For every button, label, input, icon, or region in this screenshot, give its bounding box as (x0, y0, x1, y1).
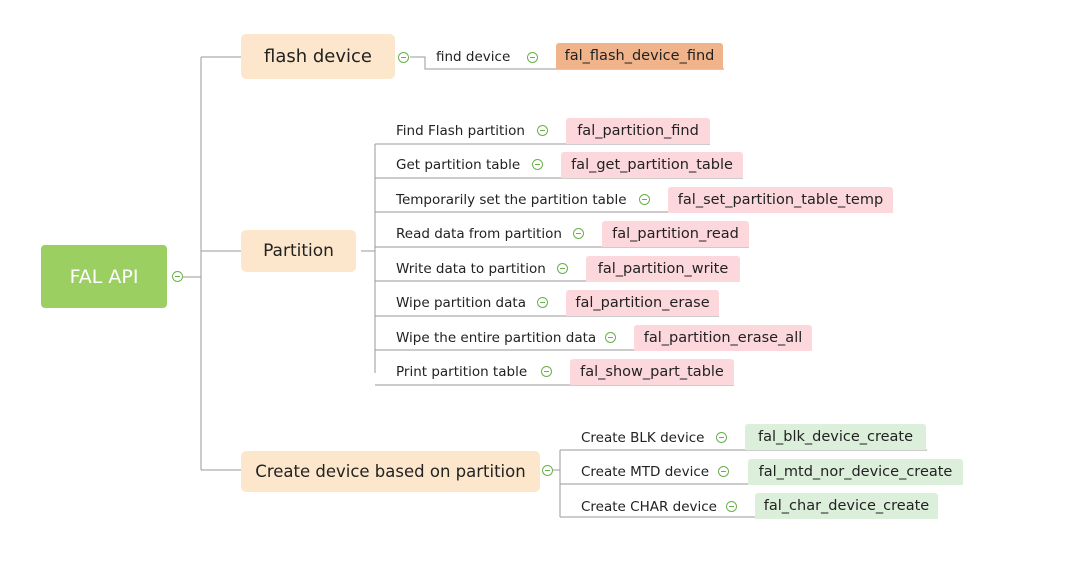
collapse-minus-icon[interactable] (726, 501, 737, 512)
item-label: Write data to partition (396, 261, 546, 277)
collapse-minus-icon[interactable] (398, 52, 409, 63)
branch-partition[interactable]: Partition (241, 230, 356, 272)
item-label: Create BLK device (581, 430, 705, 446)
fn-fal-set-partition-table-temp[interactable]: fal_set_partition_table_temp (668, 187, 893, 213)
fn-fal-get-partition-table[interactable]: fal_get_partition_table (561, 152, 743, 178)
item-label: Wipe partition data (396, 295, 526, 311)
item-label: find device (436, 49, 511, 65)
item-label: Create CHAR device (581, 499, 717, 515)
collapse-minus-icon[interactable] (527, 52, 538, 63)
branch-label: flash device (264, 46, 372, 67)
item-label: Read data from partition (396, 226, 562, 242)
collapse-minus-icon[interactable] (573, 228, 584, 239)
collapse-minus-icon[interactable] (537, 125, 548, 136)
root-label: FAL API (69, 265, 139, 288)
collapse-minus-icon[interactable] (718, 466, 729, 477)
item-label: Create MTD device (581, 464, 710, 480)
collapse-minus-icon[interactable] (716, 432, 727, 443)
branch-label: Create device based on partition (255, 462, 526, 481)
fn-fal-blk-device-create[interactable]: fal_blk_device_create (745, 424, 926, 450)
item-label: Wipe the entire partition data (396, 330, 597, 346)
item-label: Find Flash partition (396, 123, 525, 139)
collapse-minus-icon[interactable] (557, 263, 568, 274)
collapse-minus-icon[interactable] (542, 465, 553, 476)
fn-fal-partition-erase-all[interactable]: fal_partition_erase_all (634, 325, 812, 351)
fn-fal-char-device-create[interactable]: fal_char_device_create (755, 493, 938, 519)
fn-fal-flash-device-find[interactable]: fal_flash_device_find (556, 43, 723, 69)
collapse-minus-icon[interactable] (172, 271, 183, 282)
fn-fal-partition-read[interactable]: fal_partition_read (602, 221, 749, 247)
fn-fal-partition-write[interactable]: fal_partition_write (586, 256, 740, 282)
root-node[interactable]: FAL API (41, 245, 167, 308)
collapse-minus-icon[interactable] (541, 366, 552, 377)
collapse-minus-icon[interactable] (639, 194, 650, 205)
branch-label: Partition (263, 241, 334, 261)
fn-fal-partition-erase[interactable]: fal_partition_erase (566, 290, 719, 316)
fn-fal-partition-find[interactable]: fal_partition_find (566, 118, 710, 144)
collapse-minus-icon[interactable] (605, 332, 616, 343)
fn-fal-mtd-nor-device-create[interactable]: fal_mtd_nor_device_create (748, 459, 963, 485)
fn-fal-show-part-table[interactable]: fal_show_part_table (570, 359, 734, 385)
collapse-minus-icon[interactable] (537, 297, 548, 308)
branch-create-device[interactable]: Create device based on partition (241, 451, 540, 492)
item-label: Temporarily set the partition table (396, 192, 627, 208)
item-label: Print partition table (396, 364, 528, 380)
item-label: Get partition table (396, 157, 521, 173)
branch-flash-device[interactable]: flash device (241, 34, 395, 79)
collapse-minus-icon[interactable] (532, 159, 543, 170)
